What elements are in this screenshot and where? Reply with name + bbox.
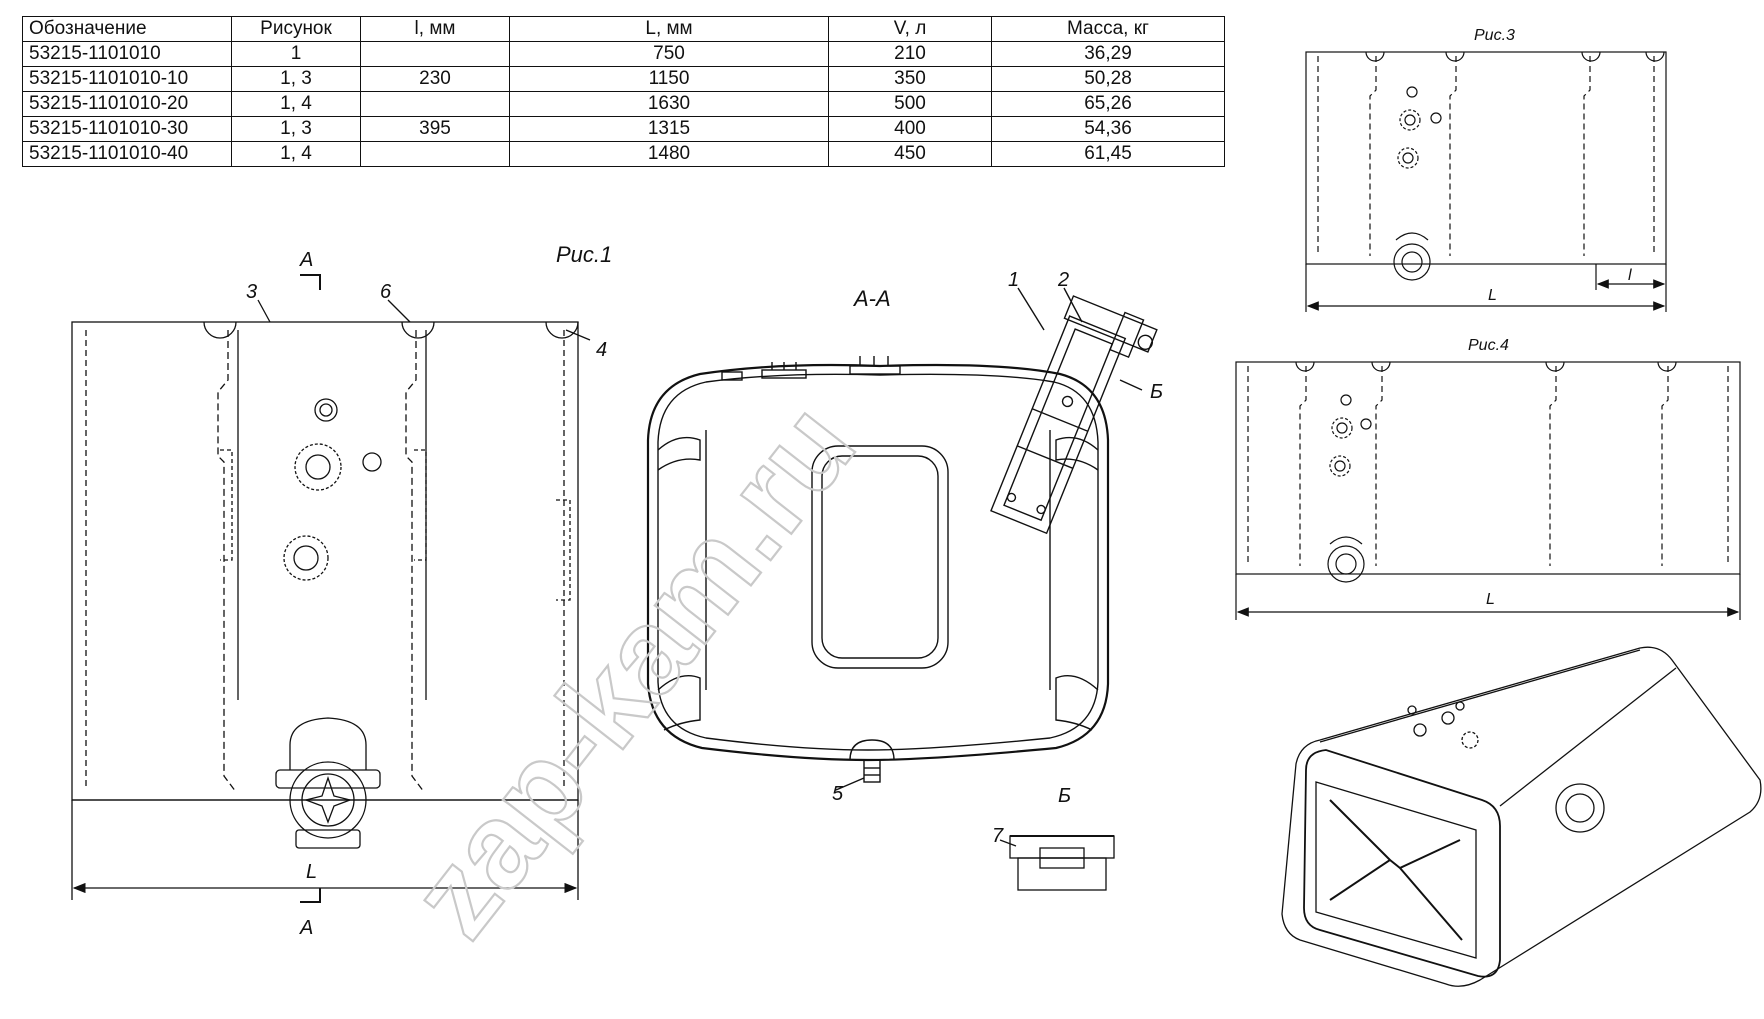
detail-b bbox=[999, 835, 1115, 891]
cell-L: 1150 bbox=[509, 66, 829, 92]
callout-1: 1 bbox=[1008, 269, 1019, 291]
cell-l bbox=[360, 91, 510, 117]
fitting-small bbox=[314, 398, 338, 422]
figure-3 bbox=[1305, 51, 1667, 312]
tank-cross-section bbox=[646, 363, 1110, 762]
baffle-right bbox=[405, 330, 425, 793]
cell-designation: 53215-1101010-10 bbox=[22, 66, 232, 92]
dim-L-fig4: L bbox=[1486, 591, 1495, 608]
section-mark-top: А bbox=[299, 249, 313, 271]
dim-L-fig1: L bbox=[306, 861, 317, 883]
sensor-flange bbox=[294, 443, 342, 491]
callout-6: 6 bbox=[380, 281, 392, 303]
table-row: 53215-1101010-20 1, 4 1630 500 65,26 bbox=[22, 91, 1225, 117]
cell-designation: 53215-1101010-20 bbox=[22, 91, 232, 117]
dim-l-fig3: l bbox=[1628, 267, 1632, 284]
cell-mass: 36,29 bbox=[991, 41, 1225, 67]
fitting-small bbox=[362, 452, 382, 472]
figure-1 bbox=[71, 274, 591, 903]
callout-7: 7 bbox=[992, 825, 1004, 847]
notch bbox=[203, 321, 237, 339]
fig3-title: Рис.3 bbox=[1474, 27, 1515, 44]
cell-V: 350 bbox=[828, 66, 992, 92]
table-header-row: Обозначение Рисунок l, мм L, мм V, л Мас… bbox=[22, 16, 1225, 42]
cell-l: 395 bbox=[360, 116, 510, 142]
section-a-a bbox=[646, 287, 1158, 791]
dim-L-fig3: L bbox=[1488, 287, 1497, 304]
table-row: 53215-1101010-10 1, 3 230 1150 350 50,28 bbox=[22, 66, 1225, 92]
section-title: А-А bbox=[852, 286, 891, 311]
fig1-title: Рис.1 bbox=[556, 242, 612, 267]
detail-title: Б bbox=[1058, 785, 1071, 807]
cell-figure: 1, 4 bbox=[231, 141, 361, 167]
cell-L: 1630 bbox=[509, 91, 829, 117]
table-row: 53215-1101010-30 1, 3 395 1315 400 54,36 bbox=[22, 116, 1225, 142]
tank-end-face bbox=[1303, 749, 1501, 978]
mounting-bracket bbox=[990, 295, 1158, 535]
table-row: 53215-1101010-40 1, 4 1480 450 61,45 bbox=[22, 141, 1225, 167]
cell-mass: 50,28 bbox=[991, 66, 1225, 92]
cell-figure: 1, 3 bbox=[231, 66, 361, 92]
notch bbox=[401, 321, 435, 339]
callout-5: 5 bbox=[832, 783, 844, 805]
drain-plug bbox=[863, 759, 881, 783]
corner-pad bbox=[657, 436, 701, 471]
header-mass: Масса, кг bbox=[991, 16, 1225, 42]
filler-cap bbox=[289, 761, 367, 839]
callout-2: 2 bbox=[1057, 269, 1069, 291]
callout-4: 4 bbox=[596, 339, 607, 361]
header-designation: Обозначение bbox=[22, 16, 232, 42]
cell-designation: 53215-1101010-30 bbox=[22, 116, 232, 142]
cell-V: 500 bbox=[828, 91, 992, 117]
section-mark-bottom: А bbox=[299, 917, 313, 939]
corner-pad bbox=[1055, 675, 1099, 731]
baffle-left bbox=[217, 330, 237, 793]
cell-V: 210 bbox=[828, 41, 992, 67]
spec-table: Обозначение Рисунок l, мм L, мм V, л Мас… bbox=[22, 16, 1225, 167]
filler-cap-iso bbox=[1555, 783, 1605, 833]
cell-L: 1480 bbox=[509, 141, 829, 167]
table-row: 53215-1101010 1 750 210 36,29 bbox=[22, 41, 1225, 67]
tank-body bbox=[1281, 646, 1762, 987]
corner-pad bbox=[1055, 436, 1099, 471]
figure-4 bbox=[1235, 361, 1741, 620]
cell-l bbox=[360, 141, 510, 167]
header-L: L, мм bbox=[509, 16, 829, 42]
cell-mass: 65,26 bbox=[991, 91, 1225, 117]
cell-L: 750 bbox=[509, 41, 829, 67]
cell-V: 400 bbox=[828, 116, 992, 142]
baffle-window bbox=[811, 445, 949, 669]
isometric-view bbox=[1281, 646, 1762, 987]
watermark-text: zap-kam.ru bbox=[385, 379, 881, 961]
end-face-ribs bbox=[1329, 799, 1463, 941]
sensor-flange bbox=[283, 535, 329, 581]
notch bbox=[545, 321, 579, 339]
cell-mass: 61,45 bbox=[991, 141, 1225, 167]
callout-3: 3 bbox=[246, 281, 257, 303]
filler-neck bbox=[289, 717, 367, 770]
cell-designation: 53215-1101010 bbox=[22, 41, 232, 67]
cell-figure: 1 bbox=[231, 41, 361, 67]
header-figure: Рисунок bbox=[231, 16, 361, 42]
cell-V: 450 bbox=[828, 141, 992, 167]
corner-pad bbox=[657, 675, 701, 731]
fig4-title: Рис.4 bbox=[1468, 337, 1509, 354]
view-ref-b: Б bbox=[1150, 381, 1163, 403]
cell-designation: 53215-1101010-40 bbox=[22, 141, 232, 167]
